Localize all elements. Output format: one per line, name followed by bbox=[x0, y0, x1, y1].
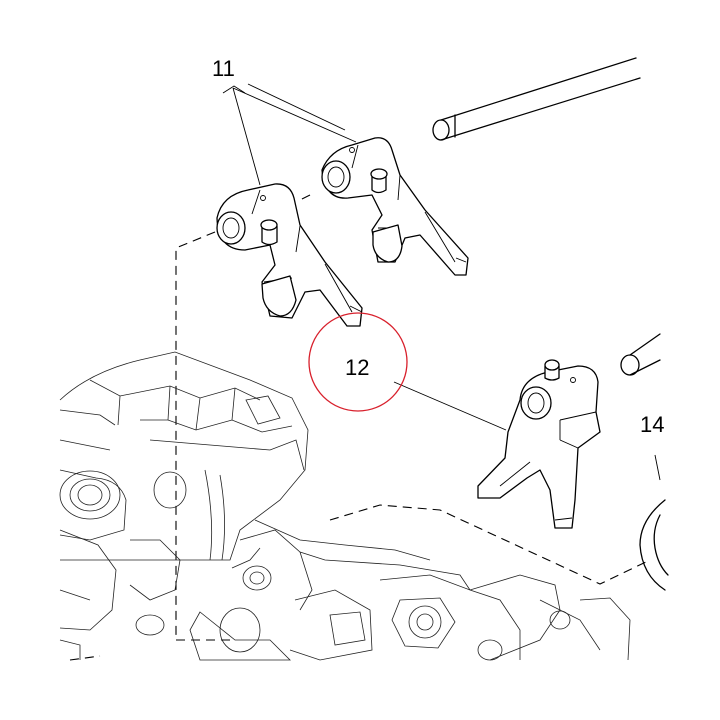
shift-fork-12[interactable] bbox=[477, 359, 601, 529]
upper-shift-rail[interactable] bbox=[432, 57, 641, 141]
callout-label-11: 11 bbox=[212, 56, 235, 81]
callout-label-14: 14 bbox=[640, 412, 664, 437]
shift-fork-11-rear[interactable] bbox=[321, 137, 469, 276]
callout-label-12: 12 bbox=[345, 355, 369, 380]
shift-fork-11-front[interactable] bbox=[216, 183, 363, 327]
phantom-lines bbox=[69, 194, 651, 661]
transmission-case bbox=[59, 351, 631, 661]
lower-shift-rail[interactable] bbox=[620, 333, 661, 376]
highlight-circle bbox=[308, 312, 408, 412]
leader-lines bbox=[222, 83, 661, 481]
part-14[interactable] bbox=[639, 499, 669, 591]
